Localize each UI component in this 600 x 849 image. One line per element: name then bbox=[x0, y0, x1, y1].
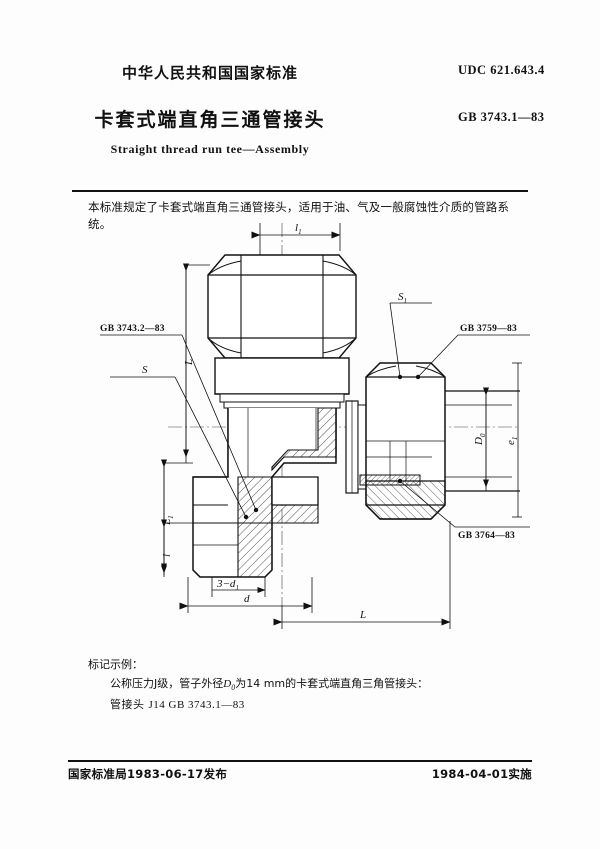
right-internal-details bbox=[366, 440, 445, 481]
callout-S1: S1 bbox=[398, 291, 407, 305]
example-designation-label: 管接头 bbox=[110, 698, 145, 712]
callout-gb-3764: GB 3764—83 bbox=[458, 531, 515, 541]
example-designation-code: J14 GB 3743.1—83 bbox=[148, 699, 245, 712]
dimension-bottom-3d1 bbox=[211, 577, 266, 597]
dimension-label-D0: D0 bbox=[473, 433, 487, 446]
technical-drawing: GB 3743.2—83 S S1 GB 3759—83 GB 3764—83 … bbox=[60, 205, 550, 645]
bore-lines bbox=[237, 408, 318, 577]
dimension-right-e1 bbox=[512, 362, 522, 518]
dimension-top-l1 bbox=[251, 223, 341, 255]
dimension-label-L: L bbox=[183, 359, 195, 366]
tee-body bbox=[192, 407, 337, 578]
fitting-assembly-svg: GB 3743.2—83 S S1 GB 3759—83 GB 3764—83 … bbox=[100, 222, 530, 629]
left-branch-outline bbox=[192, 476, 238, 578]
callout-gb-3759: GB 3759—83 bbox=[460, 324, 517, 334]
symbol-D0: D0 bbox=[223, 678, 236, 693]
issue-statement: 国家标准局1983-06-17发布 bbox=[68, 767, 228, 781]
page-title: 卡套式端直角三通管接头 bbox=[94, 109, 326, 131]
dimension-label-e1: e1 bbox=[505, 437, 519, 445]
example-line1-suffix: 为14 mm的卡套式端直角三角管接头： bbox=[235, 677, 429, 691]
dimension-label-l1: l1 bbox=[295, 222, 302, 236]
dimension-label-3d1: 3−d1 bbox=[216, 578, 239, 592]
callout-S: S bbox=[142, 364, 148, 376]
page-subtitle-english: Straight thread run tee—Assembly bbox=[110, 142, 310, 156]
national-standard-heading: 中华人民共和国国家标准 bbox=[121, 64, 298, 82]
right-nut-section bbox=[365, 480, 446, 520]
dimension-label-l: l bbox=[161, 554, 173, 557]
example-line-1: 公称压力J级，管子外径D0为14 mm的卡套式端直角三角管接头： bbox=[110, 674, 518, 695]
marking-example-block: 标记示例： 公称压力J级，管子外径D0为14 mm的卡套式端直角三角管接头： 管… bbox=[88, 655, 518, 716]
dimension-bottom-L bbox=[273, 521, 451, 629]
example-line1-prefix: 公称压力J级，管子外径 bbox=[110, 677, 224, 691]
effective-date-statement: 1984-04-01实施 bbox=[431, 767, 532, 781]
udc-classification-number: UDC 621.643.4 bbox=[458, 63, 545, 77]
top-collar bbox=[214, 357, 350, 395]
callout-gb-3743-2: GB 3743.2—83 bbox=[100, 324, 165, 334]
dimension-label-bottom-L: L bbox=[359, 609, 366, 621]
leader-lines bbox=[100, 302, 530, 528]
dimension-left-l bbox=[161, 519, 193, 577]
footer-divider-rule bbox=[68, 760, 532, 762]
scope-paragraph: 本标准规定了卡套式端直角三通管接头，适用于油、气及一般腐蚀性介质的管路系统。 bbox=[88, 200, 510, 232]
dimension-left-L bbox=[183, 263, 210, 463]
dimension-right-D0 bbox=[460, 387, 492, 492]
dimension-bottom-d bbox=[179, 577, 313, 613]
dimension-label-d: d bbox=[244, 593, 250, 605]
top-ferrule-stack bbox=[219, 393, 345, 409]
gb-standard-number: GB 3743.1—83 bbox=[458, 110, 545, 124]
example-line-2: 管接头 J14 GB 3743.1—83 bbox=[110, 695, 518, 715]
example-heading: 标记示例： bbox=[88, 658, 143, 671]
header-divider-rule bbox=[72, 190, 528, 192]
top-hex-nut bbox=[207, 254, 357, 359]
dimension-label-L1: L1 bbox=[161, 515, 175, 526]
